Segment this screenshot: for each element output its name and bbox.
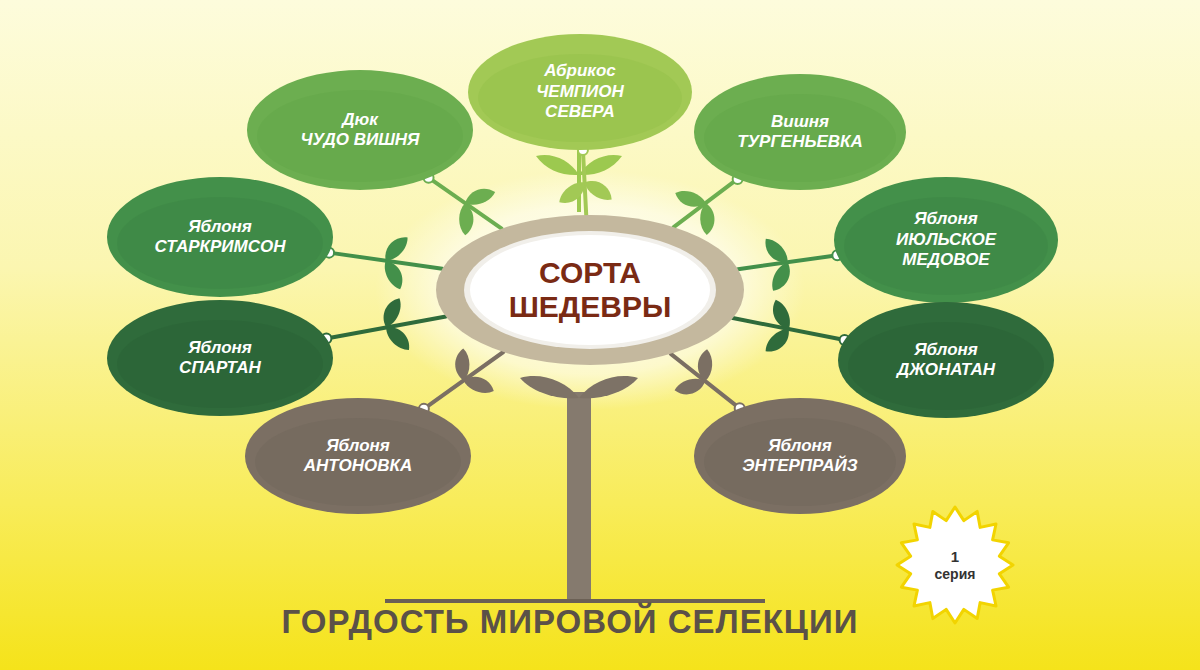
variety-ellipse: ЯблоняИЮЛЬСКОЕ МЕДОВОЕ: [834, 177, 1058, 303]
leaf: [768, 297, 794, 332]
leaf: [536, 155, 579, 175]
leaf: [673, 187, 708, 210]
starburst: [897, 507, 1013, 623]
species-name: Яблоня: [914, 340, 978, 360]
branch-connector-group: [424, 173, 502, 235]
species-name: Яблоня: [768, 436, 832, 456]
series-badge: 1серия: [897, 507, 1013, 623]
ellipse-shade: [257, 90, 463, 182]
branch-connector-group: [671, 349, 745, 414]
variety-name: ДЖОНАТАН: [897, 360, 995, 380]
leaf: [697, 349, 713, 382]
branch-connector-group: [321, 295, 446, 354]
branch-connector-group: [733, 297, 850, 357]
ellipse-shade: [848, 322, 1044, 410]
variety-ellipse: ЯблоняСПАРТАН: [107, 300, 333, 416]
ellipse-fill: [247, 70, 473, 190]
leaf: [673, 375, 708, 398]
ellipse-fill: [107, 177, 333, 297]
branch-connector-group: [673, 174, 743, 235]
center-circle: СОРТА ШЕДЕВРЫ: [436, 215, 744, 365]
leaf: [700, 203, 715, 235]
ellipse-fill: [245, 398, 471, 514]
ground-line: [385, 599, 765, 603]
leaf: [462, 184, 497, 208]
variety-name: ЧУДО ВИШНЯ: [301, 130, 420, 150]
branch-connector-group: [419, 348, 503, 413]
variety-ellipse: ЯблоняСТАРКРИМСОН: [107, 177, 333, 297]
ellipse-fill: [838, 302, 1054, 418]
inner-circle: [470, 235, 710, 345]
leaf: [379, 295, 405, 330]
tree-trunk: [567, 392, 591, 602]
leaf: [459, 203, 473, 235]
species-name: Яблоня: [914, 209, 978, 229]
branch-connector-group: [556, 145, 616, 215]
series-label: серия: [935, 566, 976, 583]
leaf: [462, 373, 497, 397]
ellipse-shade: [255, 418, 461, 506]
ellipse-shade: [704, 94, 896, 182]
branch-connector-group: [324, 232, 442, 292]
species-name: Вишня: [771, 112, 829, 132]
ellipse-shade: [844, 197, 1048, 295]
ring-inner-edge: [464, 231, 716, 349]
leaf: [520, 376, 579, 398]
ellipse-fill: [834, 177, 1058, 303]
variety-name: ЭНТЕРПРАЙЗ: [742, 456, 857, 476]
leaf: [768, 260, 795, 295]
variety-name: СТАРКРИМСОН: [155, 237, 286, 257]
leaf: [556, 178, 590, 209]
ellipse-shade: [704, 418, 896, 506]
leaf: [581, 176, 616, 205]
ellipse-fill: [107, 300, 333, 416]
leaf: [579, 376, 638, 398]
variety-name: ЧЕМПИОН СЕВЕРА: [505, 82, 656, 123]
ellipse-shade: [478, 54, 682, 142]
species-name: Яблоня: [188, 338, 252, 358]
leaf: [382, 322, 415, 355]
leaf: [760, 235, 792, 268]
center-heading: СОРТА ШЕДЕВРЫ: [485, 256, 695, 325]
variety-name: ТУРГЕНЬЕВКА: [737, 132, 863, 152]
ring: [436, 215, 744, 365]
variety-ellipse: ВишняТУРГЕНЬЕВКА: [694, 74, 906, 190]
species-name: Абрикос: [544, 61, 616, 81]
species-name: Дюк: [342, 110, 378, 130]
variety-name: СПАРТАН: [179, 358, 261, 378]
species-name: Яблоня: [326, 436, 390, 456]
ellipse-fill: [694, 398, 906, 514]
leaf: [761, 325, 794, 357]
branch-connector-group: [738, 235, 842, 295]
stem: [577, 150, 581, 212]
diagram-title: ГОРДОСТЬ МИРОВОЙ СЕЛЕКЦИИ: [0, 603, 1140, 641]
variety-ellipse: ДюкЧУДО ВИШНЯ: [247, 70, 473, 190]
leaf: [380, 232, 412, 265]
variety-ellipse: ЯблоняДЖОНАТАН: [838, 302, 1054, 418]
variety-ellipse: ЯблоняАНТОНОВКА: [245, 398, 471, 514]
ellipse-shade: [117, 197, 323, 289]
ellipse-shade: [117, 320, 323, 408]
leaf: [455, 348, 470, 380]
variety-name: АНТОНОВКА: [304, 456, 412, 476]
series-number: 1: [951, 548, 959, 566]
ellipse-fill: [694, 74, 906, 190]
center-glow: [375, 170, 805, 410]
ellipse-fill: [468, 34, 692, 150]
variety-name: ИЮЛЬСКОЕ МЕДОВОЕ: [871, 230, 1022, 271]
leaf: [380, 257, 407, 292]
variety-ellipse: ЯблоняЭНТЕРПРАЙЗ: [694, 398, 906, 514]
node-outline: [897, 507, 1013, 623]
variety-ellipse: АбрикосЧЕМПИОН СЕВЕРА: [468, 34, 692, 150]
species-name: Яблоня: [188, 217, 252, 237]
